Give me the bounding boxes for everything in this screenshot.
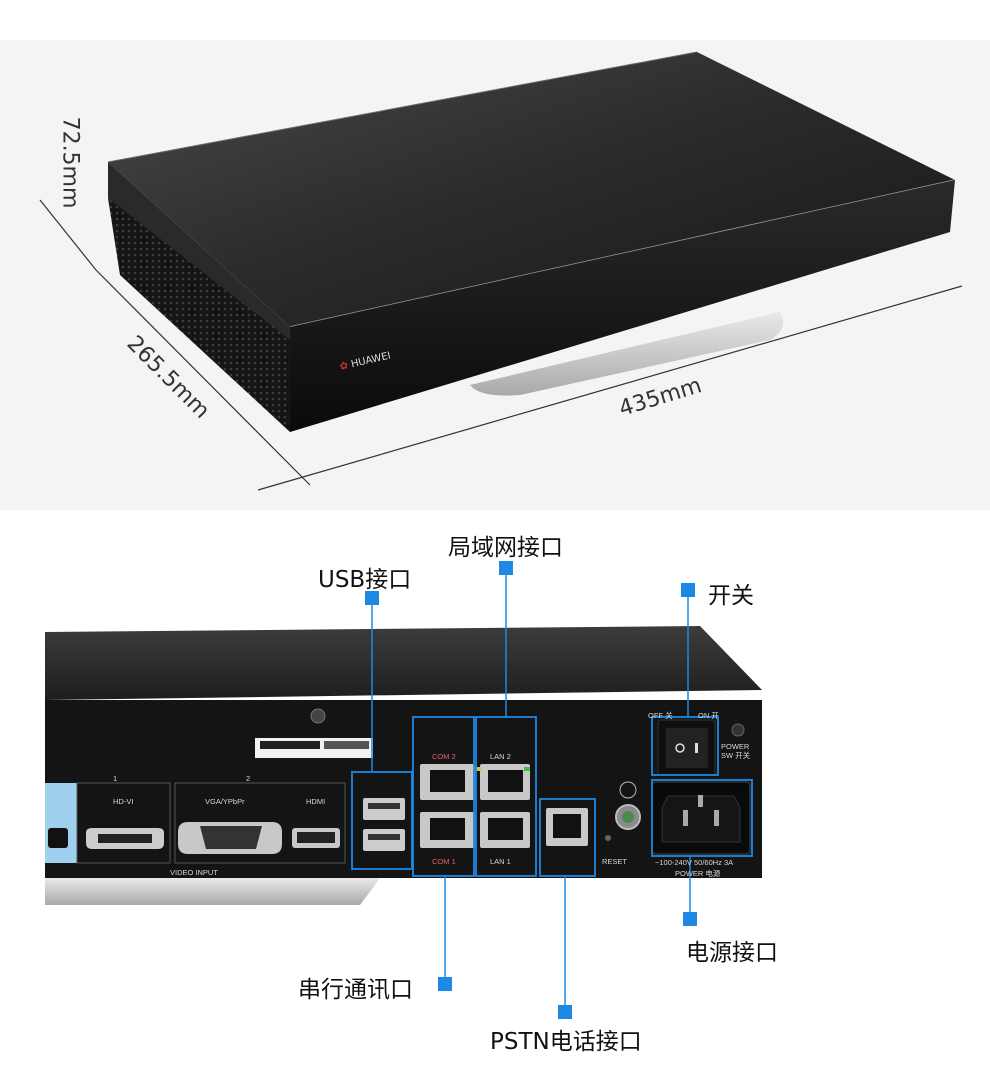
- vga-number-label: 2: [246, 774, 251, 783]
- switch-marker: [681, 583, 695, 597]
- on-label: ON 开: [698, 711, 719, 720]
- power-sw-label: POWER SW 开关: [721, 742, 751, 760]
- height-dimension-label: 72.5mm: [57, 116, 83, 209]
- reset-label: RESET: [602, 857, 628, 866]
- off-label: OFF 关: [648, 711, 673, 720]
- usb-port-callout-label: USB接口: [318, 567, 412, 593]
- power-port-callout-label: 电源接口: [686, 940, 778, 966]
- callout-markers: [365, 561, 697, 1019]
- serial-marker: [438, 977, 452, 991]
- switch-callout-box: [651, 716, 719, 776]
- hdvi-number-label: 1: [113, 774, 118, 783]
- pstn-marker: [558, 1005, 572, 1019]
- width-dimension-line: [257, 285, 963, 491]
- power-label: POWER 电源: [675, 869, 721, 878]
- rear-base-stand: [45, 878, 380, 905]
- lan-ports: [475, 764, 530, 848]
- height-dimension-line: [39, 199, 97, 271]
- dimension-lines: [39, 199, 963, 491]
- vga-label: VGA/YPbPr: [205, 797, 245, 806]
- device-front: [290, 180, 955, 432]
- lan1-label: LAN 1: [490, 857, 511, 866]
- pstn-callout-box: [539, 798, 596, 877]
- lan2-label: LAN 2: [490, 752, 511, 761]
- lan-port-callout-label: 局域网接口: [448, 535, 563, 561]
- depth-dimension-line: [95, 269, 311, 486]
- power-rating-label: ~100-240V 50/60Hz 3A: [655, 858, 734, 867]
- base-stand: [470, 312, 784, 396]
- usb-marker: [365, 591, 379, 605]
- reset-button[interactable]: [605, 835, 611, 841]
- callout-lines: [371, 568, 691, 1012]
- lan-marker: [499, 561, 513, 575]
- device-top: [108, 52, 955, 327]
- usb-callout-box: [351, 771, 413, 870]
- hdvi-label: HD-VI: [113, 797, 134, 806]
- com1-label: COM 1: [432, 857, 456, 866]
- power-callout-box: [651, 779, 753, 857]
- switch-callout-label: 开关: [708, 583, 754, 609]
- ground-icon: [619, 781, 637, 799]
- rear-device-top: [45, 626, 762, 700]
- serial-callout-box: [412, 716, 475, 877]
- com2-label: COM 2: [432, 752, 456, 761]
- video-input-label: VIDEO INPUT: [170, 868, 218, 877]
- side-vent: [108, 198, 290, 432]
- pstn-port-callout-label: PSTN电话接口: [490, 1029, 642, 1055]
- serial-ports: [420, 764, 475, 848]
- power-marker: [683, 912, 697, 926]
- hdmi-label: HDMI: [306, 797, 326, 806]
- huawei-logo-icon: ✿: [338, 360, 350, 373]
- serial-port-callout-label: 串行通讯口: [298, 977, 413, 1003]
- hdmi-port-area-left: [45, 783, 77, 863]
